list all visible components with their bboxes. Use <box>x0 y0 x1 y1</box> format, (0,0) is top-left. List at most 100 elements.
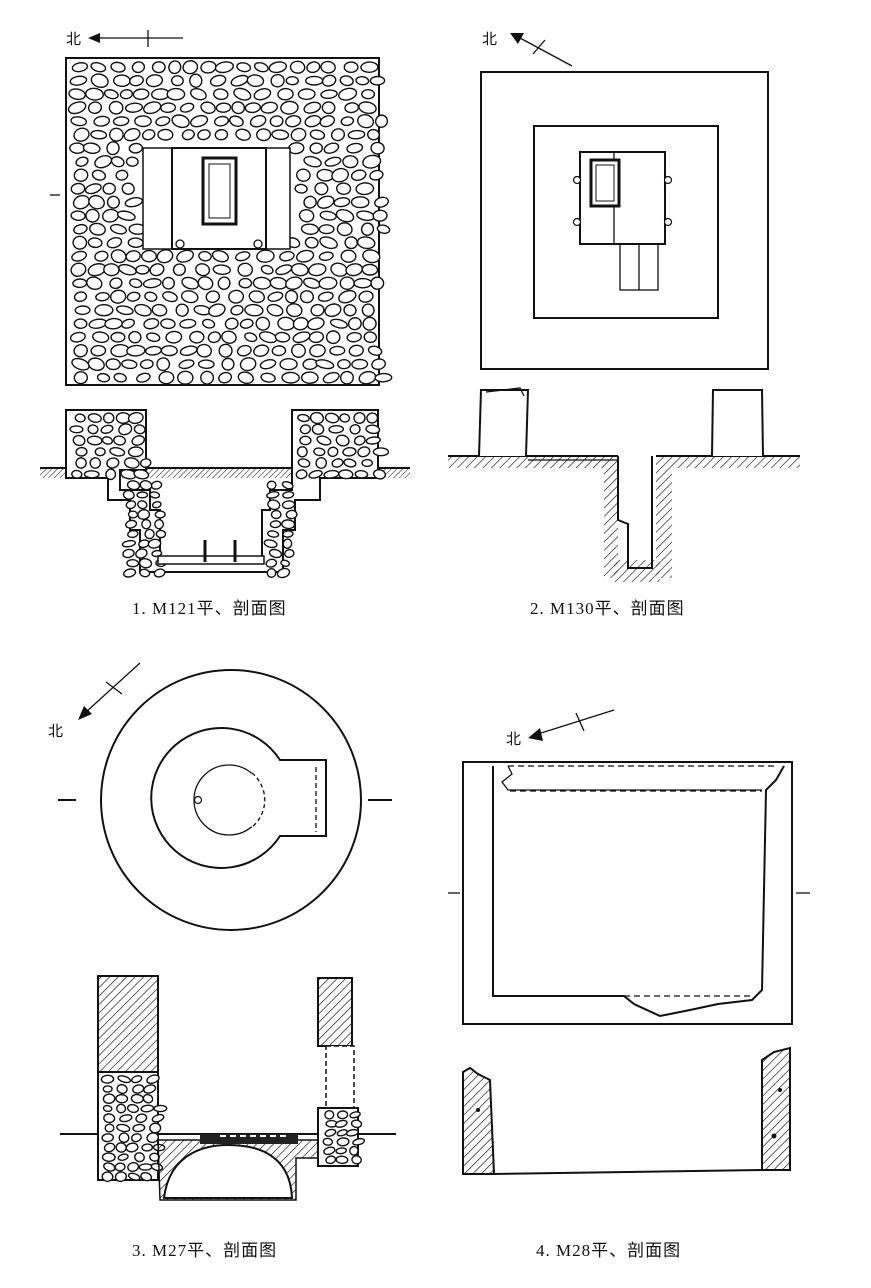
stone <box>340 370 354 385</box>
stone <box>126 291 141 302</box>
stone <box>115 169 129 181</box>
stone <box>151 61 166 74</box>
stone <box>132 1084 145 1094</box>
stone <box>90 344 107 357</box>
stone <box>116 1083 128 1095</box>
stone <box>334 1119 348 1128</box>
stone <box>325 330 341 345</box>
stone <box>281 500 296 510</box>
stone <box>304 115 322 128</box>
stone <box>87 413 102 423</box>
stone <box>237 262 253 277</box>
stone <box>365 436 381 445</box>
stone <box>214 61 234 74</box>
stone <box>101 1171 114 1183</box>
stone <box>248 290 266 304</box>
stone <box>302 358 318 371</box>
stone <box>200 370 215 385</box>
stone <box>139 568 151 578</box>
stone <box>116 1103 127 1114</box>
stone <box>138 557 153 569</box>
stone <box>198 250 212 262</box>
stone <box>331 458 344 468</box>
stone <box>91 169 107 181</box>
stone <box>215 102 232 113</box>
stone <box>336 1137 350 1147</box>
stone <box>125 156 139 167</box>
stone <box>125 250 141 263</box>
stone <box>218 343 233 358</box>
stone <box>305 75 324 86</box>
stone <box>263 539 278 549</box>
stone <box>285 276 303 290</box>
stone <box>70 262 87 277</box>
stone <box>94 250 109 262</box>
stone <box>303 155 322 168</box>
plan-m27 <box>58 669 392 931</box>
stone <box>324 303 342 318</box>
stone <box>110 249 127 264</box>
stone <box>104 317 123 330</box>
caption-m28: 4. M28平、剖面图 <box>536 1241 681 1260</box>
stone <box>268 548 283 559</box>
stone <box>335 1155 349 1165</box>
stone <box>374 372 393 383</box>
stone <box>352 1137 366 1146</box>
stone <box>355 182 375 196</box>
stone <box>238 277 253 289</box>
stone <box>73 343 88 358</box>
stone <box>122 548 135 559</box>
stone <box>339 413 351 423</box>
stone <box>218 371 233 384</box>
stone <box>303 101 322 114</box>
stone <box>122 489 135 500</box>
stone <box>153 1104 168 1113</box>
stone <box>115 305 134 316</box>
stone <box>90 62 107 73</box>
stone <box>131 1075 143 1084</box>
stone <box>213 115 230 127</box>
stone <box>128 330 142 344</box>
stone <box>126 1103 140 1114</box>
stone <box>133 469 150 480</box>
stone <box>128 278 143 289</box>
stone <box>176 370 194 385</box>
stone <box>155 116 171 127</box>
stone <box>339 276 355 291</box>
north-arrow-m121: 北 <box>66 30 183 48</box>
stone <box>94 303 114 317</box>
stone <box>133 303 152 317</box>
stone <box>349 1111 361 1119</box>
stone <box>318 251 334 262</box>
stone <box>146 1132 160 1144</box>
stone <box>267 291 284 302</box>
stone <box>346 331 362 343</box>
stone <box>354 469 369 479</box>
plan-m121 <box>50 57 393 386</box>
stone <box>127 510 139 519</box>
stone <box>217 276 231 290</box>
stone <box>372 469 387 480</box>
stone <box>267 499 281 511</box>
stone <box>357 446 371 458</box>
stone <box>361 303 375 317</box>
stone <box>249 114 267 128</box>
stone <box>162 276 175 290</box>
stone <box>266 303 284 317</box>
stone <box>277 87 294 101</box>
stone <box>197 359 215 370</box>
stone <box>285 75 299 86</box>
stone <box>90 73 109 89</box>
stone <box>297 88 316 101</box>
stone <box>106 141 120 156</box>
stone <box>266 530 280 538</box>
stone <box>309 129 326 141</box>
stone <box>117 1075 132 1084</box>
stone <box>71 357 90 371</box>
stone <box>142 278 162 289</box>
north-label: 北 <box>506 730 521 748</box>
stone <box>165 330 183 344</box>
stone <box>125 1142 139 1153</box>
stone <box>370 141 385 155</box>
stone <box>306 61 321 74</box>
